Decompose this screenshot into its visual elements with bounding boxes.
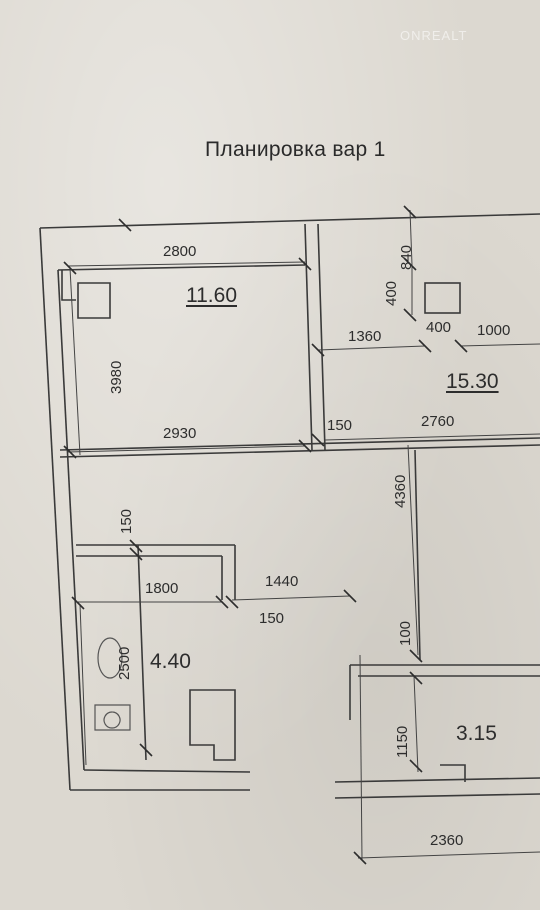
wall-right-inner [414, 449, 421, 661]
wall-horizontal-middle-b [59, 444, 540, 458]
dimension-label: 100 [397, 620, 414, 646]
wall-closet-bottom [334, 777, 540, 783]
dimline-1360 [317, 345, 426, 351]
tick [343, 589, 357, 603]
room-area-label: 15.30 [446, 370, 499, 393]
dimension-label: 400 [426, 319, 452, 336]
dimension-label: 150 [259, 610, 285, 627]
dimension-label: 1150 [394, 725, 411, 758]
tick [298, 257, 312, 271]
dimension-label: 840 [398, 244, 415, 270]
dimension-label: 2800 [163, 243, 197, 260]
outer-wall-top [39, 213, 540, 229]
dimline-bottom-vert [359, 654, 363, 861]
tick [409, 649, 423, 663]
dimension-label: 2760 [421, 413, 455, 430]
outer-wall-bottom-inner [83, 769, 251, 773]
dimension-label: 2500 [116, 646, 133, 680]
tick [129, 539, 143, 553]
outer-wall-left-inner [57, 269, 85, 771]
dimension-label: 1360 [348, 328, 382, 345]
tick [353, 851, 367, 865]
dimline-2930 [67, 445, 306, 453]
dimline-2760 [324, 433, 540, 441]
outer-wall-left [39, 227, 71, 791]
room-area-label: 11.60 [186, 284, 237, 307]
tick [139, 743, 153, 757]
dimline-2500 [79, 603, 87, 766]
niche-box [424, 282, 461, 314]
tick [225, 595, 239, 609]
room-area-label: 4.40 [150, 650, 191, 673]
tick [403, 257, 417, 271]
dimension-label: 400 [383, 280, 400, 306]
dimline-4360 [407, 444, 419, 656]
dimline-2800 [67, 261, 306, 267]
fixture-box [77, 282, 111, 319]
dimension-label: 3980 [108, 360, 125, 394]
dimension-label: 2930 [163, 425, 197, 442]
tick [409, 671, 423, 685]
tick [403, 205, 417, 219]
room-area-label: 3.15 [456, 722, 497, 745]
dimension-label: 2360 [430, 832, 464, 849]
toilet-symbol [94, 704, 131, 731]
wall-closet-post [440, 764, 466, 782]
tick [454, 339, 468, 353]
tick [129, 547, 143, 561]
dimension-label: 4360 [392, 474, 409, 508]
tick [71, 596, 85, 610]
dimline-840 [409, 209, 413, 266]
sink-symbol [97, 637, 123, 679]
dimension-label: 150 [327, 417, 353, 434]
stair-mark [61, 270, 76, 301]
wall-room1-top [57, 264, 306, 271]
dimension-label: 1000 [477, 322, 511, 339]
plan-title: Планировка вар 1 [205, 138, 386, 161]
tick [298, 439, 312, 453]
tick [403, 308, 417, 322]
tick [418, 339, 432, 353]
tick [118, 218, 132, 232]
wall-bath-side [137, 544, 147, 761]
tick [215, 595, 229, 609]
tick [409, 759, 423, 773]
dimline-3980 [69, 267, 81, 456]
dimension-label: 1440 [265, 573, 299, 590]
wall-horizontal-middle [59, 437, 540, 451]
tick [311, 343, 325, 357]
dimline-1000 [459, 343, 540, 347]
wall-closet-bottom-b [334, 793, 540, 799]
dimline-1150 [413, 675, 419, 773]
dimline-bottom [357, 851, 540, 859]
wall-bath-bottom [189, 689, 236, 761]
dimension-label: 1800 [145, 580, 179, 597]
dimension-label: 150 [118, 508, 135, 534]
wall-room1-divider-b [317, 223, 326, 451]
tick [311, 433, 325, 447]
tick [63, 445, 77, 459]
dimline-1440 [231, 595, 351, 601]
wall-room1-divider [304, 223, 313, 451]
watermark: ONREALT [400, 28, 468, 43]
tick [63, 261, 77, 275]
